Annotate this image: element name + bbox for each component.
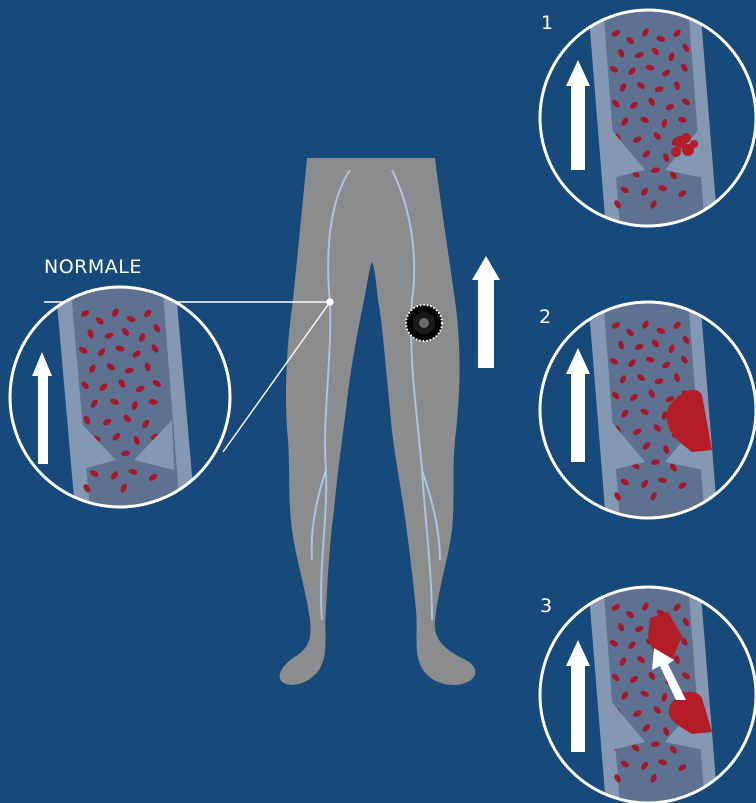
- starburst-pain-icon: [406, 305, 442, 341]
- stage-1-label: 1: [541, 14, 553, 33]
- inset-stage-3: [540, 582, 756, 803]
- inset-stage-2: [540, 297, 756, 522]
- legs-silhouette: [280, 158, 476, 685]
- stage-2-label: 2: [539, 308, 551, 327]
- inset-normal: [10, 280, 230, 510]
- stage-3-label: 3: [540, 597, 552, 616]
- normal-label: NORMALE: [44, 258, 142, 277]
- legs-illustration: [280, 158, 476, 685]
- up-arrow-icon: [472, 256, 500, 368]
- inset-stage-1: [540, 5, 756, 230]
